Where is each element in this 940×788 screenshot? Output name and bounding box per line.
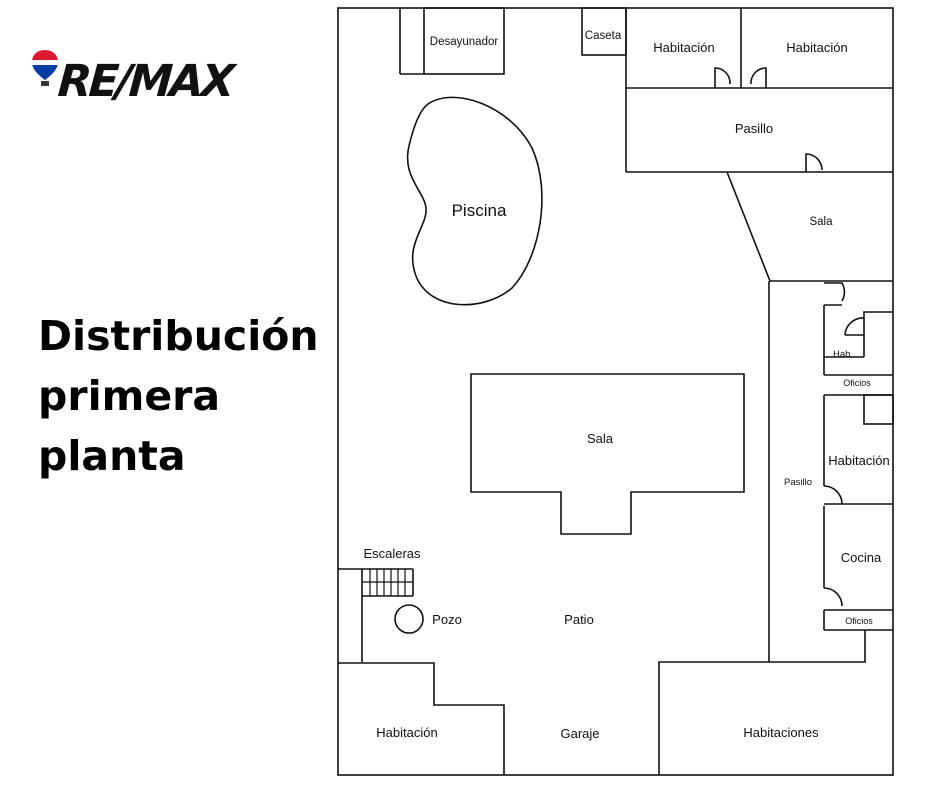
door-icon (824, 282, 846, 302)
piscina-pool (406, 96, 543, 306)
title-line-3: planta (38, 432, 186, 480)
room-label-cocina: Cocina (841, 550, 882, 565)
door-icon (823, 587, 843, 607)
room-label-pasillo-side: Pasillo (784, 477, 812, 488)
room-label-habitacion-1: Habitación (653, 40, 714, 55)
room-label-oficios-2: Oficios (845, 616, 873, 626)
remax-logo: RE/MAX (30, 48, 260, 112)
room-label-pasillo-top: Pasillo (735, 121, 773, 136)
room-label-patio: Patio (564, 612, 594, 627)
room-label-pozo: Pozo (432, 612, 462, 627)
room-label-habitacion-2: Habitación (786, 40, 847, 55)
door-icon (714, 67, 731, 88)
room-labels: Desayunador Caseta Habitación Habitación… (363, 30, 889, 741)
title-line-1: Distribución (38, 312, 319, 360)
room-label-habitacion-3: Habitación (828, 453, 889, 468)
door-icon (750, 67, 767, 88)
room-label-habitaciones: Habitaciones (743, 725, 819, 740)
stairs-icon (362, 569, 413, 596)
door-icon (805, 153, 823, 172)
outer-wall (337, 7, 894, 776)
hot-air-balloon-icon (32, 50, 58, 86)
room-label-oficios-1: Oficios (843, 378, 871, 388)
desayunador-room (423, 7, 505, 75)
room-label-garaje: Garaje (560, 726, 599, 741)
room-label-caseta: Caseta (585, 30, 622, 42)
sala-center-room (470, 373, 745, 535)
page-title: Distribución primera planta (38, 306, 338, 486)
room-label-habitacion-4: Habitación (376, 725, 437, 740)
room-label-sala-center: Sala (587, 431, 614, 446)
room-label-escaleras: Escaleras (363, 546, 421, 561)
title-line-2: primera (38, 372, 221, 420)
door-icon (844, 317, 865, 336)
room-label-desayunador: Desayunador (430, 36, 499, 48)
pozo-well (394, 604, 424, 634)
plan-walls (337, 7, 894, 776)
door-icon (823, 485, 843, 505)
room-label-hab-small: Hab. (833, 349, 853, 360)
room-label-sala-right: Sala (809, 216, 833, 228)
room-label-piscina: Piscina (452, 201, 507, 220)
